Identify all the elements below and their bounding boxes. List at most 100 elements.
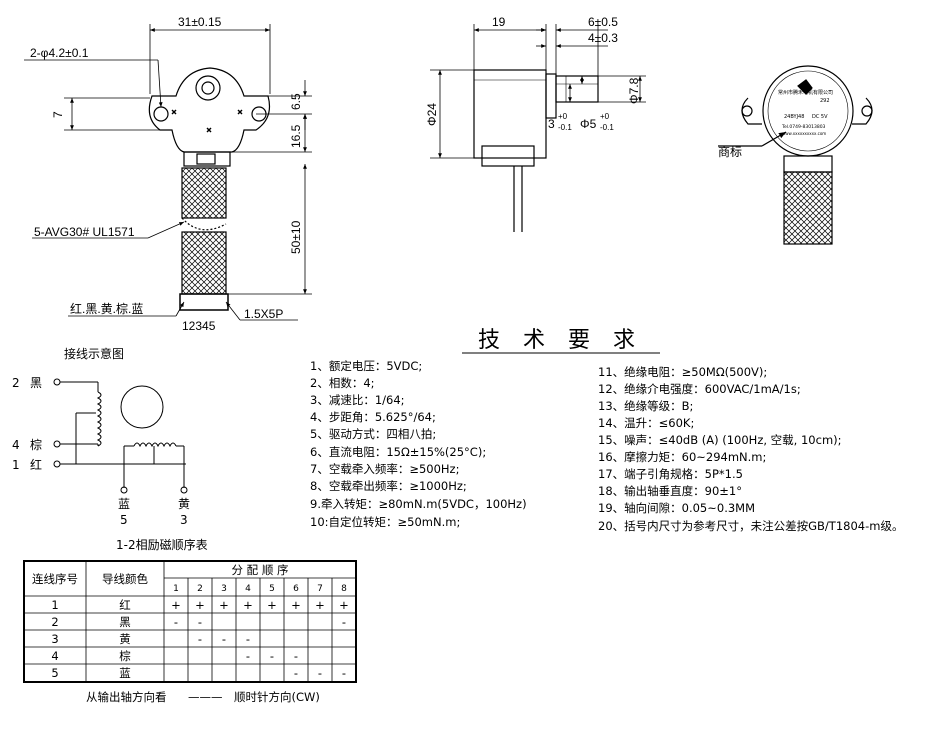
table-cell-no: 4 [51,649,58,663]
side-body [473,69,547,159]
trademark-label: 商标 [718,144,742,159]
side-dim-labels: 19 6±0.5 4±0.3 Φ24 Φ7.8 3 +0 -0.1 Φ5 +0 … [425,15,641,132]
table-step-header: 7 [317,584,323,594]
wire-blue: 蓝 [118,497,130,511]
table-cell-no: 5 [51,666,58,680]
table-cell-sign: - [198,615,202,629]
dim-side-4: 4±0.3 [588,31,618,45]
wire-red-num: 1 [12,458,20,472]
table-cell-sign: - [294,649,298,663]
dim-right-50: 50±10 [289,220,303,254]
table-cell-color: 蓝 [119,666,131,680]
shaft-inner [201,81,215,95]
side-shaft [555,75,599,103]
dim-flat-base: 3 [548,117,555,131]
wiring-text: 接线示意图 2 黑 4 棕 1 红 蓝 5 黄 3 1-2相励磁顺序表 [12,346,208,552]
table-step-header: 3 [221,584,227,594]
coil-horizontal [133,442,177,448]
connector [179,293,229,311]
dim-left-7: 7 [51,111,65,118]
wire-brown: 棕 [30,437,42,452]
table-cell-sign: - [318,666,322,680]
table-cell-sign: + [315,598,325,612]
table-header-color: 导线颜色 [102,572,148,586]
table-cell-sign: - [270,649,274,663]
spec-item: 14、温升：≤60K; [598,416,694,430]
spec-item: 20、括号内尺寸为参考尺寸，未注公差按GB/T1804-m级。 [598,519,903,533]
table-step-header: 1 [173,584,179,594]
spec-item: 3、减速比：1/64; [310,393,405,407]
spec-item: 9.牵入转矩：≥80mN.m(5VDC，100Hz) [310,497,527,511]
table-cell-sign: + [243,598,253,612]
table-cell-sign: - [246,649,250,663]
table-cell-sign: + [171,598,181,612]
dim-shaft-base: Φ5 [580,117,597,131]
spec-item: 2、相数：4; [310,376,375,390]
footer-view: 从输出轴方向看 [86,690,167,704]
specs-right: 11、绝缘电阻：≥50MΩ(500V); 12、绝缘介电强度：600VAC/1m… [598,365,903,533]
label-view [718,65,873,245]
table-cell-sign: + [339,598,349,612]
dim-colors: 红.黑.黄.棕.蓝 [70,301,143,316]
label-company: 常州市腾禾电机有限公司 [778,89,833,96]
table-cell-color: 红 [119,598,131,612]
table-header-seq: 分 配 顺 序 [232,563,289,577]
table-cell-sign: - [174,615,178,629]
table-cell-sign: + [267,598,277,612]
label-tel: Tel.0749-83013803 [781,124,826,130]
spec-item: 16、摩擦力矩：60~294mN.m; [598,450,766,464]
label-right-hole [861,105,873,117]
spec-item: 15、噪声：≤40dB (A) (100Hz, 空载, 10cm); [598,433,842,447]
wire-brown-num: 4 [12,438,20,452]
table-cell-sign: - [342,615,346,629]
front-dims [24,24,312,321]
dim-flat-tol-dn: -0.1 [558,123,572,132]
table-cell-no: 3 [51,632,58,646]
front-neck [183,151,231,167]
spec-item: 7、空载牵入频率：≥500Hz; [310,462,459,476]
specs-left: 1、额定电压：5VDC; 2、相数：4; 3、减速比：1/64; 4、步距角：5… [310,359,527,529]
front-motor-body [148,67,271,153]
label-ratio: 292 [820,98,830,104]
spec-item: 6、直流电阻：15Ω±15%(25°C); [310,445,486,459]
table-cell-sign: - [246,632,250,646]
label-voltage: DC 5V [812,114,828,120]
spec-item: 4、步距角：5.625°/64; [310,410,436,424]
dim-pins: 12345 [182,319,216,333]
dim-side-6: 6±0.5 [588,15,618,29]
spec-item: 10:自定位转矩：≥50mN.m; [310,515,460,529]
table-step-header: 6 [293,584,299,594]
dim-side-78: Φ7.8 [627,77,641,104]
dim-pitch: 1.5X5P [244,307,283,321]
front-view [148,67,271,311]
table-cell-sign: - [198,632,202,646]
label-web: www.xxxxxxxxxx.com [782,131,826,136]
spec-item: 12、绝缘介电强度：600VAC/1mA/1s; [598,382,801,396]
shaft-outer [195,75,221,101]
table-cell-sign: + [195,598,205,612]
table-step-header: 5 [269,584,275,594]
dim-side-19: 19 [492,15,506,29]
coil-vertical [96,391,102,447]
table-step-header: 4 [245,584,251,594]
sequence-table: 连线序号 导线颜色 分 配 顺 序 [32,563,288,586]
table-cell-color: 棕 [119,649,131,663]
spec-item: 5、驱动方式：四相八拍; [310,427,436,441]
dim-side-24: Φ24 [425,103,439,126]
dim-width: 31±0.15 [178,15,222,29]
label-model: 24BYJ48 [784,114,804,120]
wire-blue-num: 5 [120,513,128,527]
table-cell-sign: - [222,632,226,646]
table-cell-color: 黑 [119,615,131,629]
label-left-hole [741,105,753,117]
label-view-text: 商标 常州市腾禾电机有限公司 292 24BYJ48 DC 5V Tel.074… [718,89,833,159]
dim-right-165: 16.5 [289,124,303,148]
wire-black-num: 2 [12,376,20,390]
spec-item: 13、绝缘等级：B; [598,399,693,413]
spec-item: 8、空载牵出频率：≥1000Hz; [310,479,467,493]
dim-right-65: 6.5 [289,93,303,110]
table-cell-no: 2 [51,615,58,629]
